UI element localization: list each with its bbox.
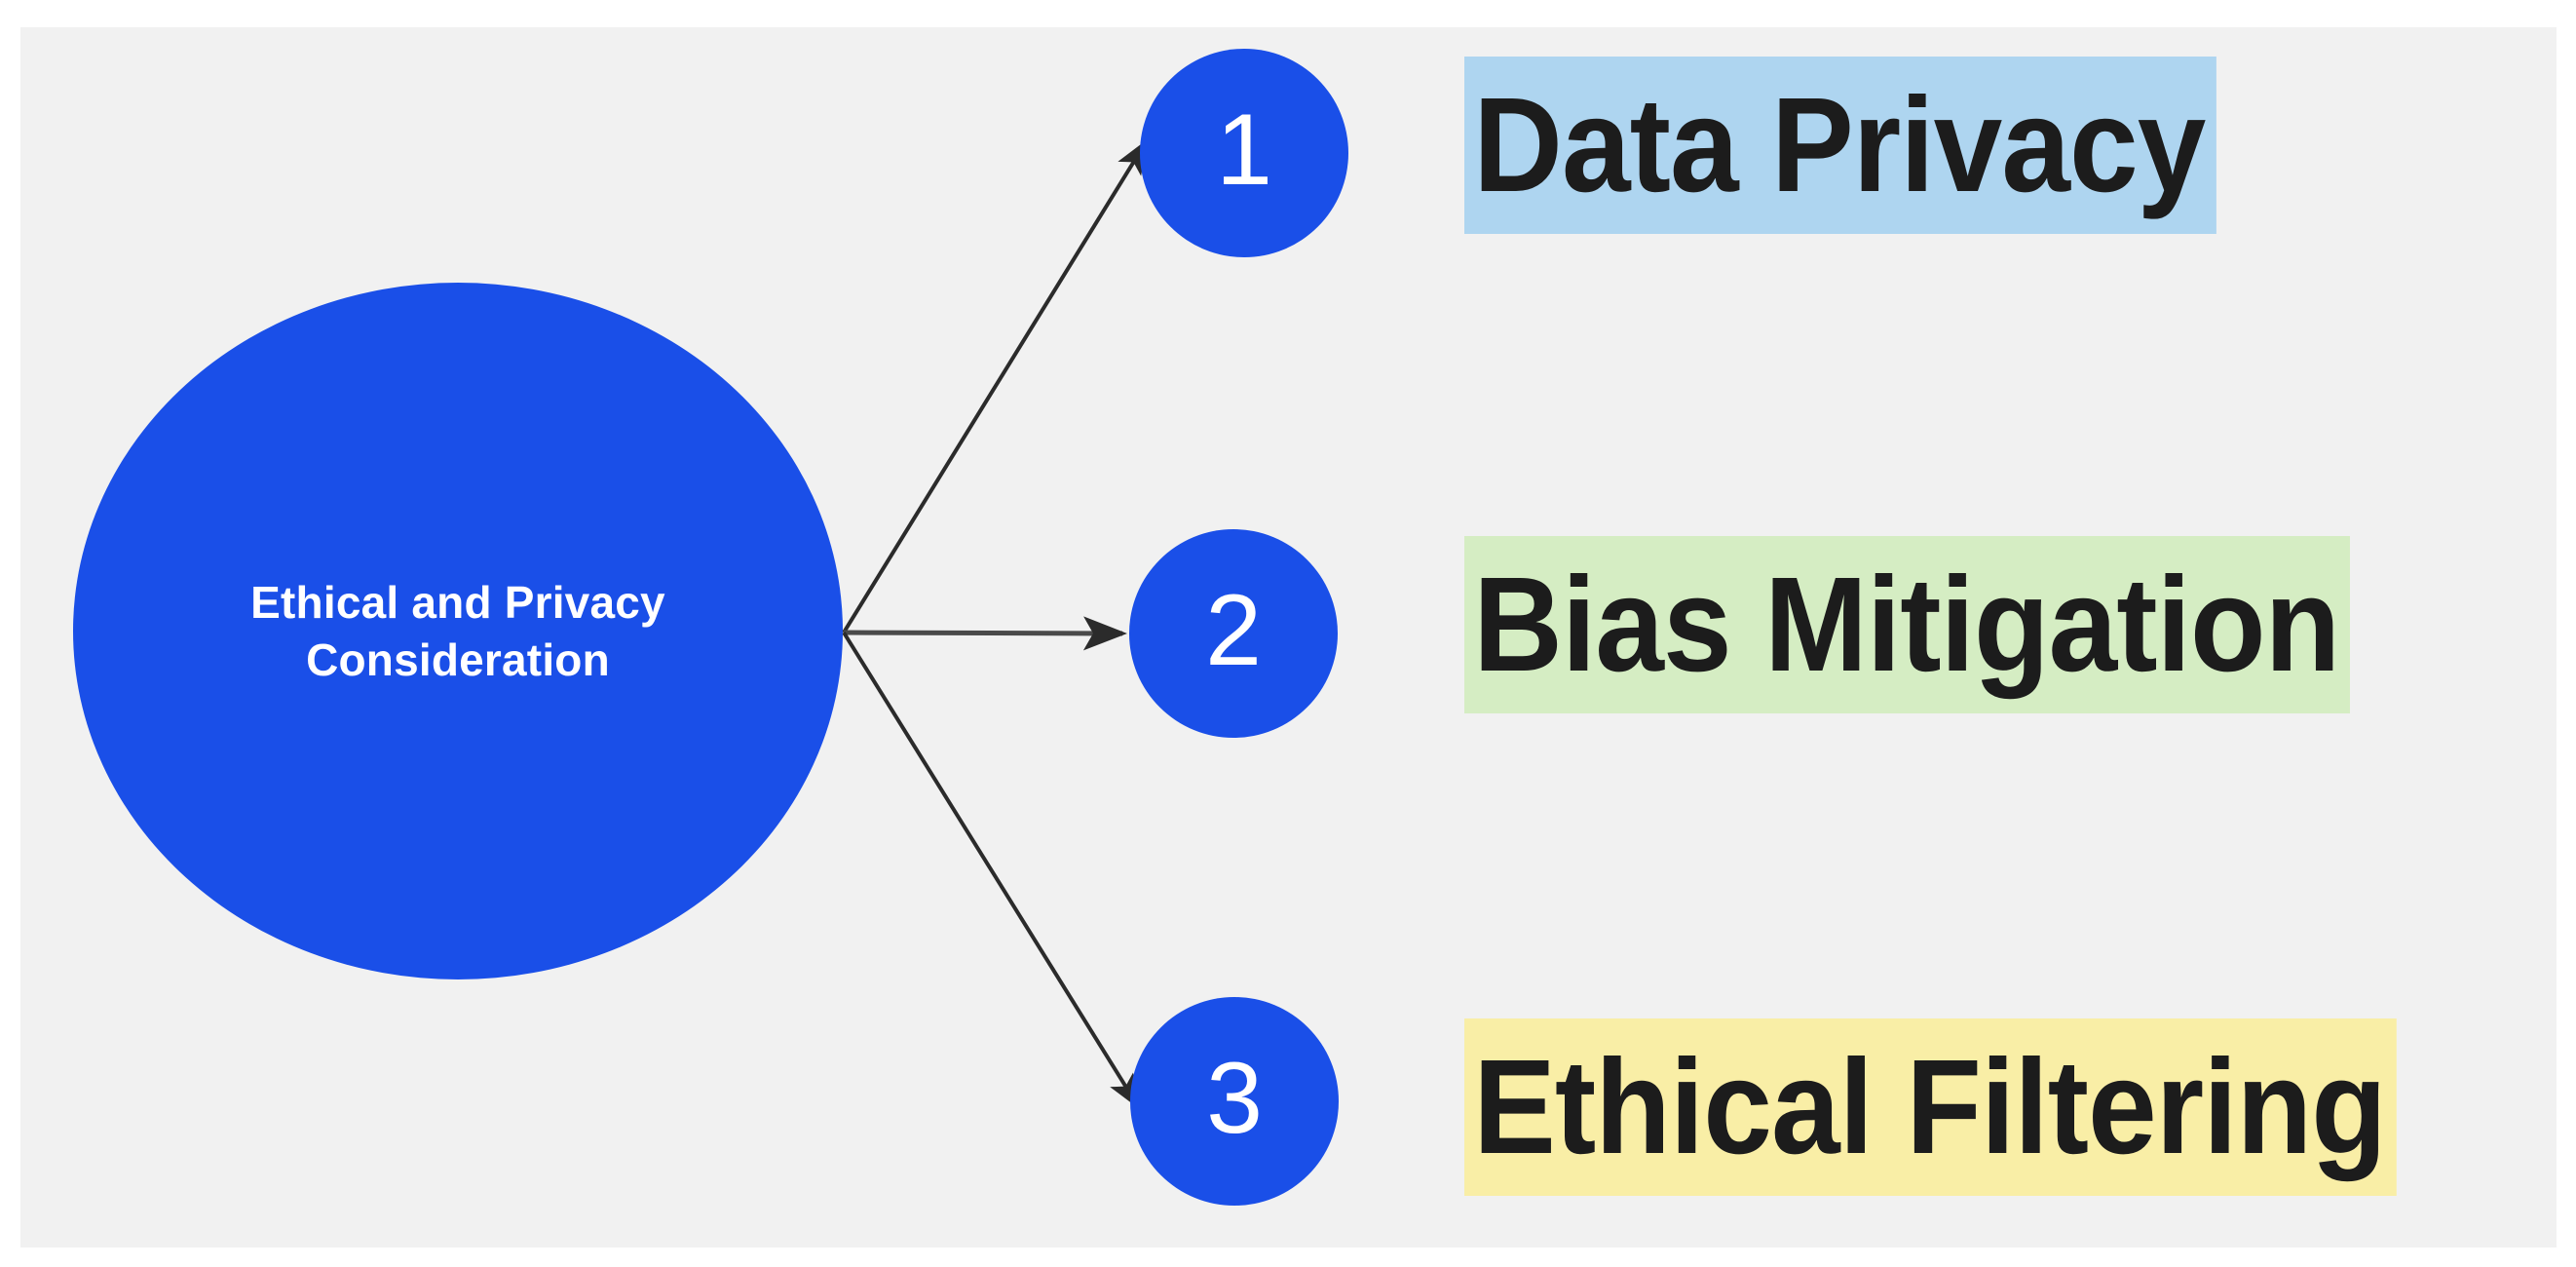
step-number-2: 2 [1205, 574, 1262, 687]
step-label-ethical-filtering[interactable]: Ethical Filtering [1464, 1018, 2397, 1197]
step-label-data-privacy[interactable]: Data Privacy [1464, 57, 2216, 235]
step-circle-2[interactable]: 2 [1129, 529, 1338, 738]
central-node-label: Ethical and Privacy Consideration [250, 576, 665, 685]
central-node[interactable]: Ethical and Privacy Consideration [73, 283, 843, 979]
step-circle-1[interactable]: 1 [1140, 49, 1348, 257]
step-number-3: 3 [1206, 1042, 1263, 1155]
step-label-bias-mitigation[interactable]: Bias Mitigation [1464, 536, 2351, 714]
step-number-1: 1 [1216, 94, 1272, 207]
step-circle-3[interactable]: 3 [1130, 997, 1339, 1206]
